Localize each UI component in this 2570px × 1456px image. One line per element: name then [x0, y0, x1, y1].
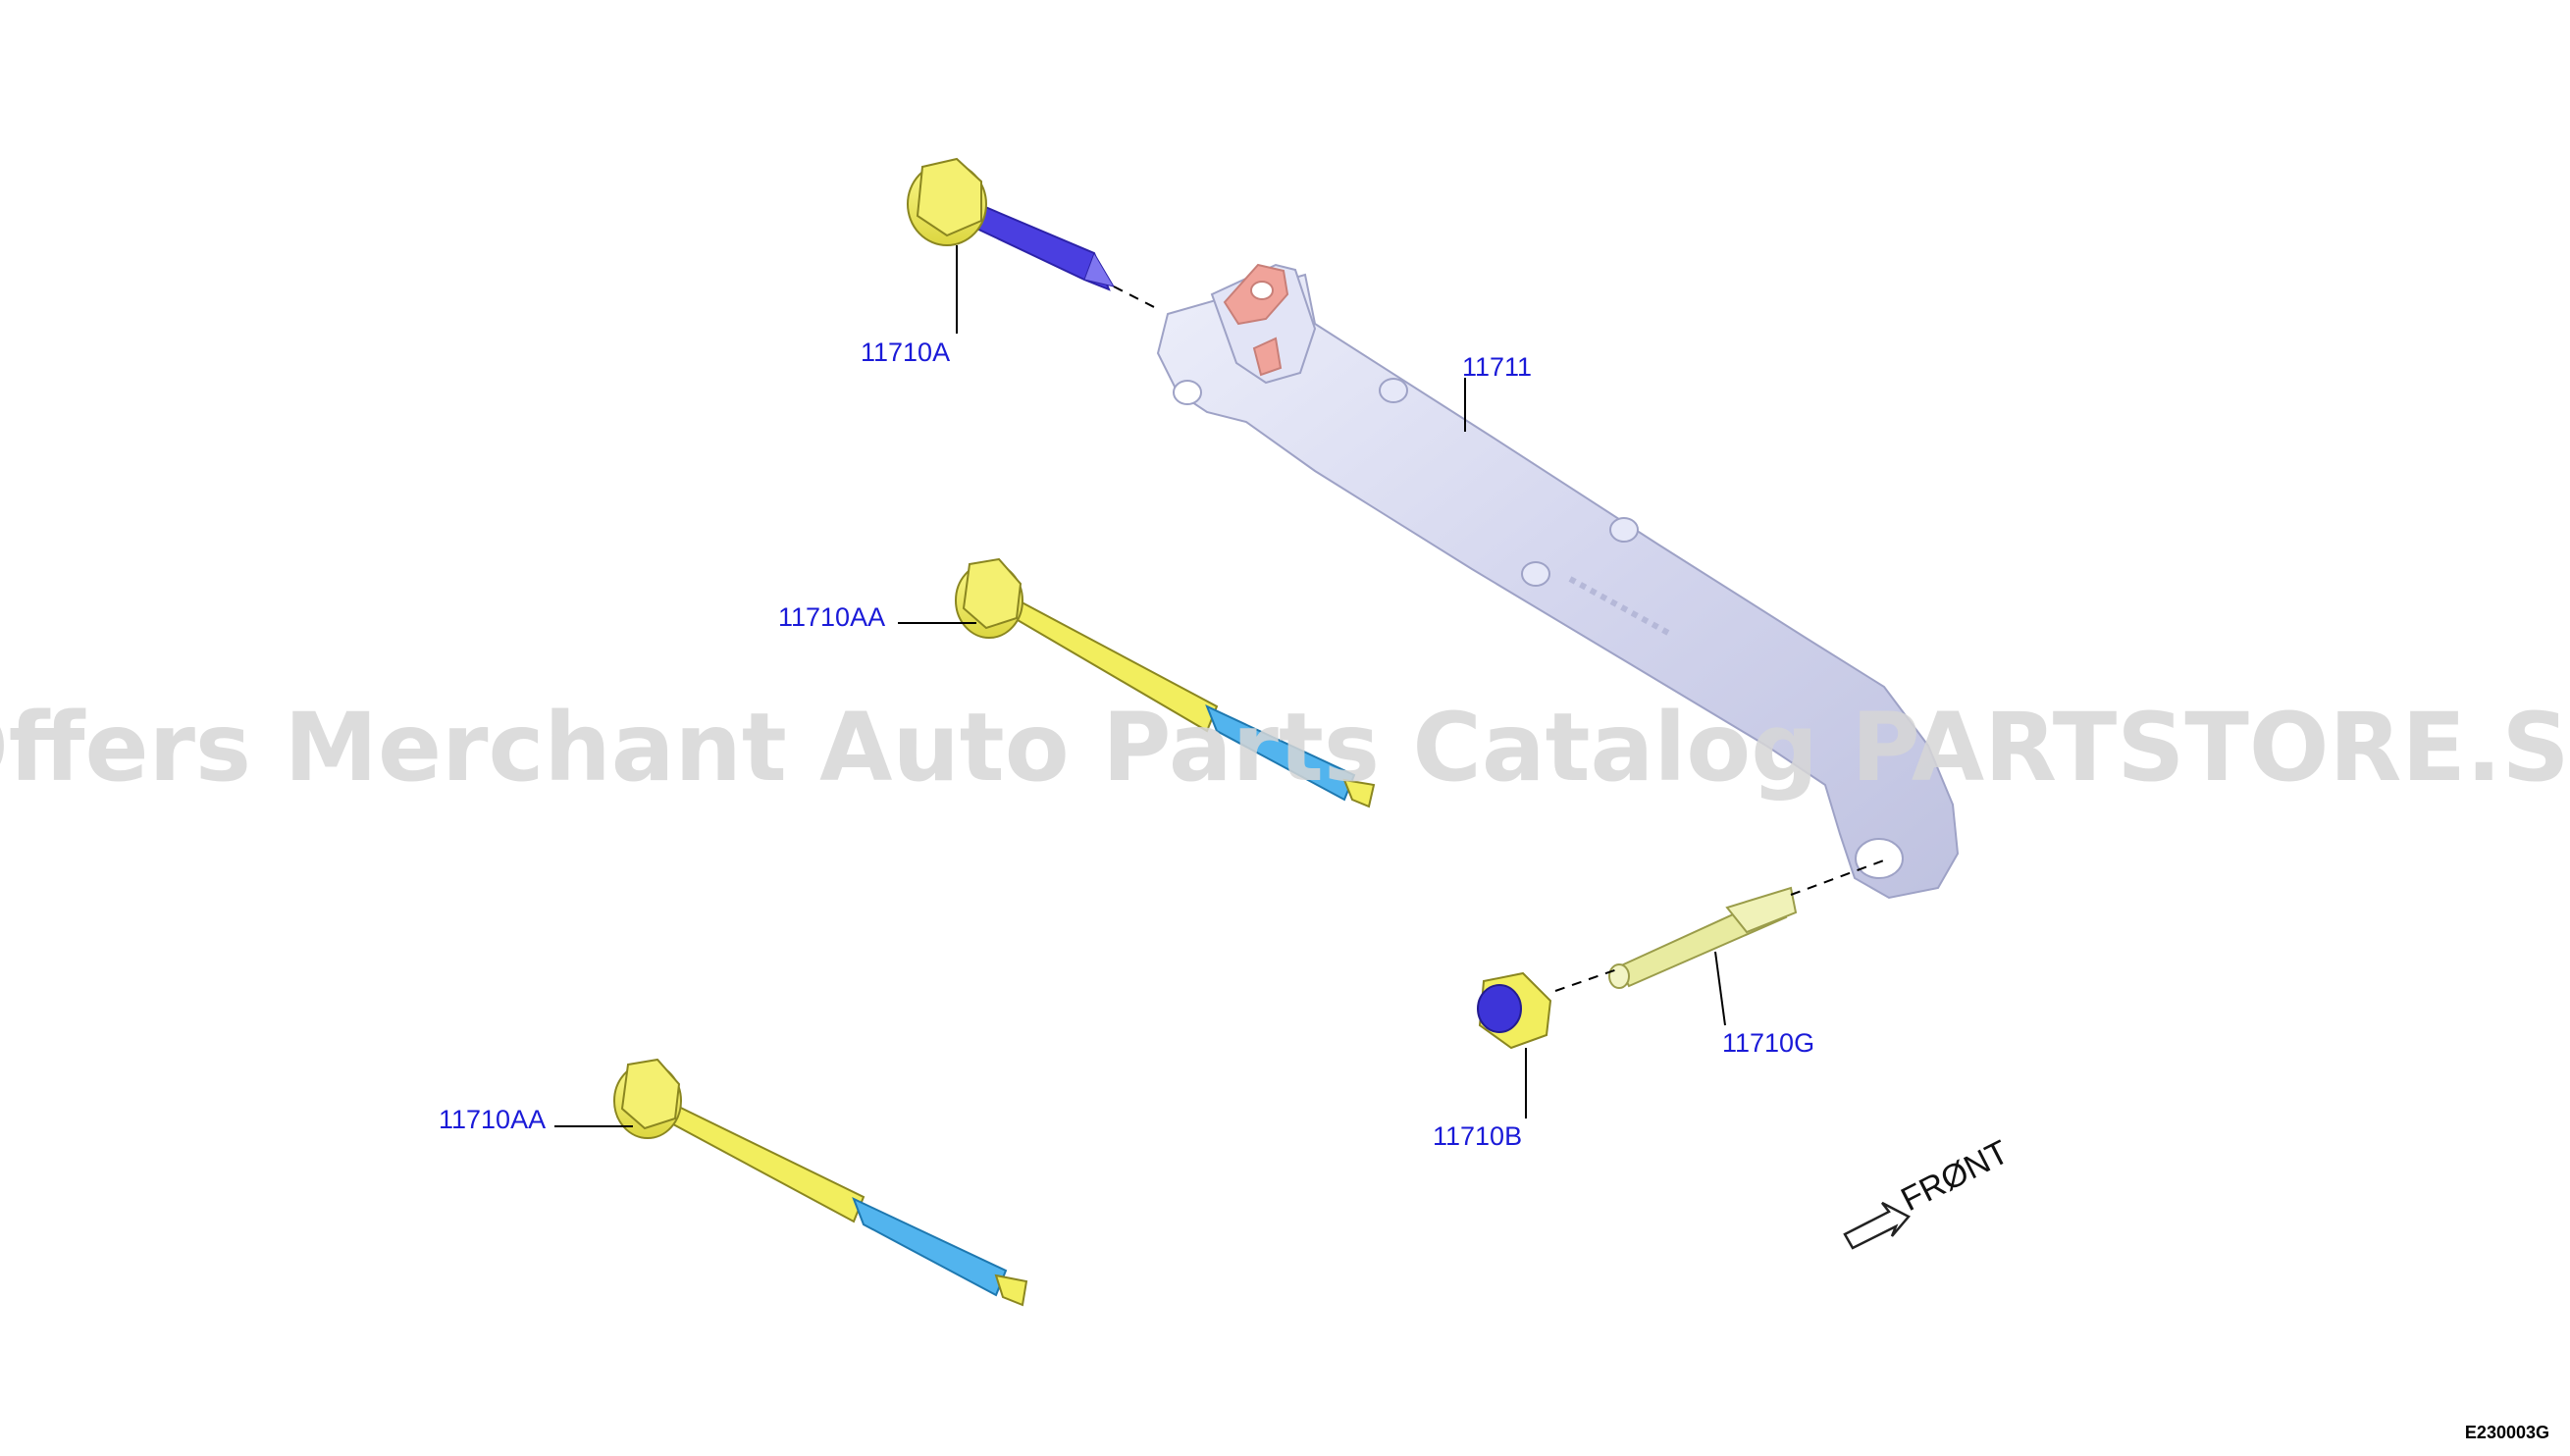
- stud-11710g[interactable]: [1608, 886, 1798, 989]
- bolt-11710aa-lower[interactable]: [613, 1058, 1028, 1307]
- assembly-line-bolt-top: [1113, 286, 1159, 310]
- callout-11711: 11711: [1462, 352, 1532, 382]
- callout-11710g: 11710G: [1722, 1028, 1814, 1058]
- assembly-line-nut: [1554, 968, 1618, 992]
- watermark: Offers Merchant Auto Parts Catalog PARTS…: [0, 693, 2570, 803]
- callout-11710a: 11710A: [861, 338, 950, 367]
- front-arrow-icon: [1843, 1201, 1911, 1250]
- callout-11710b: 11710B: [1433, 1121, 1522, 1151]
- callout-11710aa-lower: 11710AA: [439, 1105, 546, 1134]
- bracket-11711[interactable]: [1156, 263, 1960, 900]
- bolt-11710aa-upper[interactable]: [955, 557, 1376, 808]
- leader-11710g: [1714, 951, 1726, 1026]
- bolt-11710a[interactable]: [907, 157, 1116, 291]
- callout-11710aa-upper: 11710AA: [778, 602, 885, 632]
- nut-11710b[interactable]: [1477, 971, 1552, 1050]
- figure-id: E230003G: [2465, 1423, 2549, 1442]
- front-indicator: FRØNT: [1843, 1133, 2015, 1250]
- front-label: FRØNT: [1895, 1133, 2015, 1219]
